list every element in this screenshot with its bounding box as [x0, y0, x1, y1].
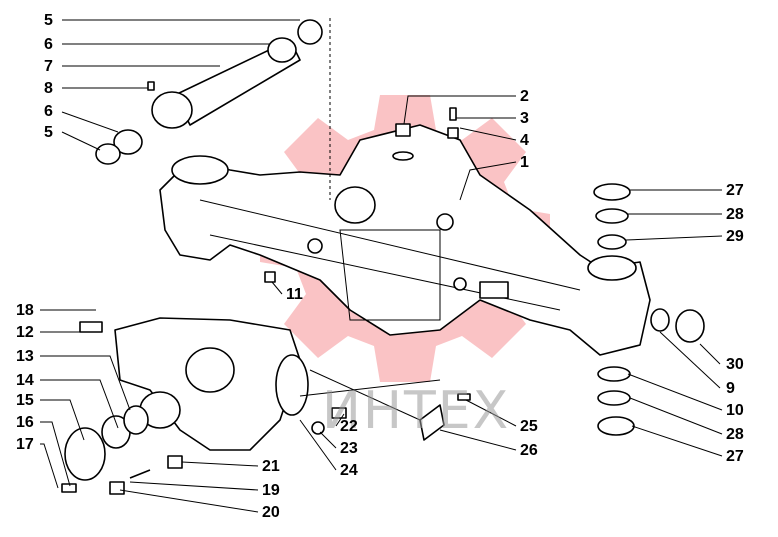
top-fasteners — [392, 107, 459, 161]
callout-5-top: 5 — [44, 12, 53, 29]
callout-20: 20 — [262, 504, 280, 521]
differential-housing — [61, 271, 471, 495]
watermark-text: ИНТЕХ — [322, 381, 510, 441]
callout-19: 19 — [262, 482, 280, 499]
right-bearing-stack-lower — [597, 366, 635, 436]
callout-21: 21 — [262, 458, 280, 475]
callout-28-top: 28 — [726, 206, 744, 223]
callout-27-top: 27 — [726, 182, 744, 199]
leader-lines — [40, 19, 723, 513]
callout-6-top: 6 — [44, 36, 53, 53]
callout-18: 18 — [16, 302, 34, 319]
callout-13: 13 — [16, 348, 34, 365]
callout-9: 9 — [726, 380, 735, 397]
callout-24: 24 — [340, 462, 358, 479]
callout-8: 8 — [44, 80, 53, 97]
right-bearing-stack-upper — [593, 183, 705, 343]
callout-4: 4 — [520, 132, 529, 149]
callout-labels: 5 6 7 8 6 5 2 3 4 1 27 28 29 11 18 12 13… — [16, 12, 744, 521]
axle-housing — [159, 124, 651, 356]
callout-15: 15 — [16, 392, 34, 409]
callout-28-bottom: 28 — [726, 426, 744, 443]
callout-7: 7 — [44, 58, 53, 75]
callout-22: 22 — [340, 418, 358, 435]
callout-25: 25 — [520, 418, 538, 435]
callout-12: 12 — [16, 324, 34, 341]
callout-30: 30 — [726, 356, 744, 373]
callout-3: 3 — [520, 110, 529, 127]
callout-6-bottom: 6 — [44, 103, 53, 120]
callout-26: 26 — [520, 442, 538, 459]
callout-27-bottom: 27 — [726, 448, 744, 465]
callout-16: 16 — [16, 414, 34, 431]
callout-10: 10 — [726, 402, 744, 419]
callout-23: 23 — [340, 440, 358, 457]
callout-5-bottom: 5 — [44, 124, 53, 141]
watermark-gear-logo — [260, 95, 550, 382]
callout-2: 2 — [520, 88, 529, 105]
callout-29: 29 — [726, 228, 744, 245]
callout-17: 17 — [16, 436, 34, 453]
callout-11: 11 — [286, 286, 303, 303]
callout-14: 14 — [16, 372, 34, 389]
callout-1: 1 — [520, 154, 529, 171]
shaft-assembly — [95, 18, 331, 200]
